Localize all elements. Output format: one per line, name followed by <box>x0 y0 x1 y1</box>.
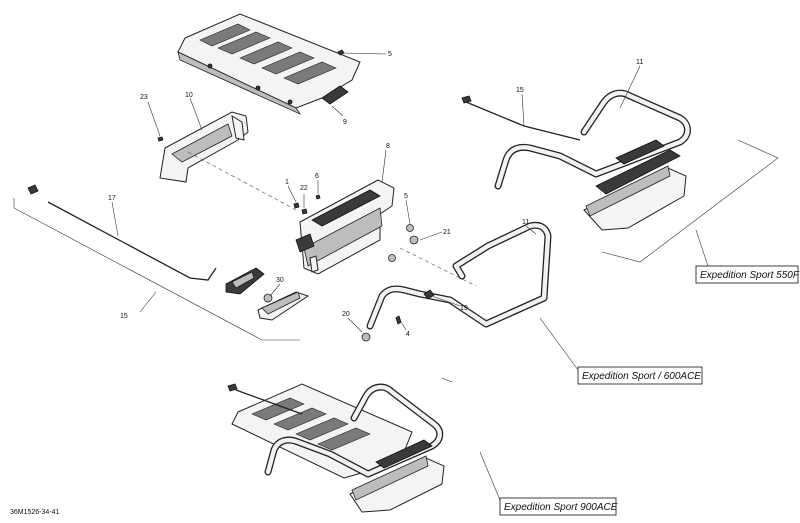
callout-5-mid: 5 <box>404 193 408 200</box>
screw-23 <box>157 136 164 142</box>
latch-30 <box>225 267 310 321</box>
callout-10: 10 <box>185 92 193 99</box>
rack-assembly-900ace <box>227 383 445 513</box>
callout-6: 6 <box>315 173 319 180</box>
rear-rack-top <box>177 13 361 115</box>
callout-19: 19 <box>460 305 468 312</box>
rack-assembly-550f <box>461 89 691 231</box>
bracket-10 <box>159 111 249 183</box>
hardware-1-6-22 <box>293 194 321 215</box>
svg-text:Expedition Sport 900ACE: Expedition Sport 900ACE <box>504 502 618 513</box>
callout-21: 21 <box>443 229 451 236</box>
callout-20: 20 <box>342 311 350 318</box>
callout-11-mid: 11 <box>522 219 529 226</box>
loop-bumper-600ace <box>366 221 552 330</box>
callout-numbers: 5 9 23 10 8 1 6 22 17 5 21 30 15 11 15 1… <box>108 51 643 338</box>
callout-1: 1 <box>285 179 289 186</box>
callout-11-top: 11 <box>636 59 643 66</box>
region-outlines <box>13 139 779 383</box>
callout-9: 9 <box>343 119 347 126</box>
callout-30: 30 <box>276 277 284 284</box>
nut-21 <box>409 235 419 245</box>
callout-22: 22 <box>300 185 308 192</box>
callout-17: 17 <box>108 195 116 202</box>
drawing-code: 36M1526-34-41 <box>10 509 60 516</box>
svg-text:Expedition Sport / 600ACE: Expedition Sport / 600ACE <box>582 371 701 382</box>
model-label-900ace: Expedition Sport 900ACE <box>499 497 618 516</box>
model-label-600ace: Expedition Sport / 600ACE <box>577 366 703 385</box>
callout-4: 4 <box>406 331 410 338</box>
callout-8: 8 <box>386 143 390 150</box>
callout-5-top: 5 <box>388 51 392 58</box>
nut-5 <box>406 224 414 232</box>
cable-17 <box>27 184 217 281</box>
callout-15-left: 15 <box>120 313 128 320</box>
hitch-housing-8 <box>295 179 395 275</box>
leader-lines <box>111 52 709 501</box>
callout-23: 23 <box>140 94 148 101</box>
nut-unmarked <box>388 254 396 262</box>
svg-text:Expedition Sport 550F: Expedition Sport 550F <box>700 270 800 281</box>
model-label-550f: Expedition Sport 550F <box>695 265 800 284</box>
nut-20 <box>361 332 371 342</box>
callout-15-top: 15 <box>516 87 524 94</box>
